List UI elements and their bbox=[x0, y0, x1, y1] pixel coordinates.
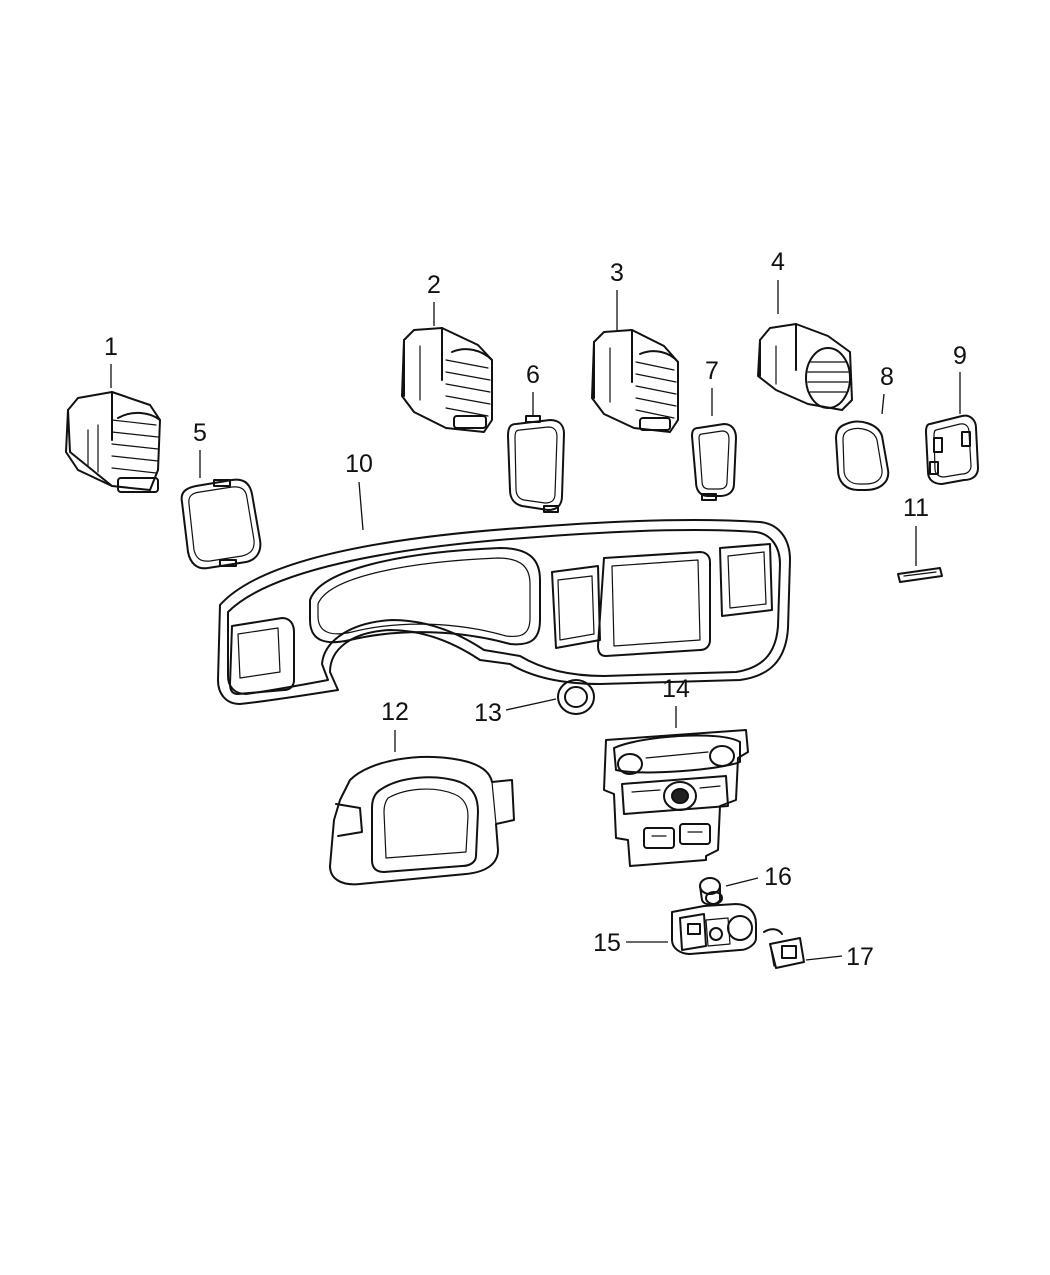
part-2-air-vent-center-left bbox=[401, 327, 493, 433]
callout-6: 6 bbox=[526, 361, 540, 389]
callout-labels: 1 2 3 4 5 6 7 8 9 10 11 12 13 14 15 16 1… bbox=[104, 248, 967, 971]
part-15-switch-bank bbox=[671, 903, 757, 955]
callout-17: 17 bbox=[846, 943, 874, 971]
part-8-vent-bezel-oval bbox=[835, 420, 890, 491]
part-13-knob-ring bbox=[557, 679, 595, 715]
callout-15: 15 bbox=[593, 929, 621, 957]
part-4-air-vent-right bbox=[757, 323, 853, 411]
part-7-vent-bezel bbox=[691, 423, 737, 501]
callout-16: 16 bbox=[764, 863, 792, 891]
part-11-clip bbox=[897, 567, 943, 583]
part-9-vent-bezel-grille bbox=[925, 414, 979, 485]
part-3-air-vent-center-right bbox=[591, 329, 679, 433]
part-10-instrument-panel-bezel bbox=[217, 519, 791, 705]
part-17-usb-port bbox=[763, 928, 805, 969]
part-6-vent-bezel bbox=[507, 415, 565, 513]
callout-7: 7 bbox=[705, 357, 719, 385]
part-5-vent-bezel bbox=[180, 478, 262, 570]
callout-5: 5 bbox=[193, 419, 207, 447]
leader-lines bbox=[110, 280, 961, 961]
callout-8: 8 bbox=[880, 363, 894, 391]
part-16-power-socket bbox=[699, 877, 723, 906]
callout-4: 4 bbox=[771, 248, 785, 276]
callout-10: 10 bbox=[345, 450, 373, 478]
callout-11: 11 bbox=[903, 494, 929, 522]
part-14-climate-control-panel bbox=[603, 729, 749, 867]
callout-12: 12 bbox=[381, 698, 409, 726]
callout-2: 2 bbox=[427, 271, 441, 299]
callout-14: 14 bbox=[662, 675, 690, 703]
callout-1: 1 bbox=[104, 333, 118, 361]
part-1-air-vent-left bbox=[65, 391, 161, 493]
callout-13: 13 bbox=[474, 699, 502, 727]
callout-9: 9 bbox=[953, 342, 967, 370]
callout-3: 3 bbox=[610, 259, 624, 287]
part-12-steering-column-cover bbox=[329, 755, 515, 886]
